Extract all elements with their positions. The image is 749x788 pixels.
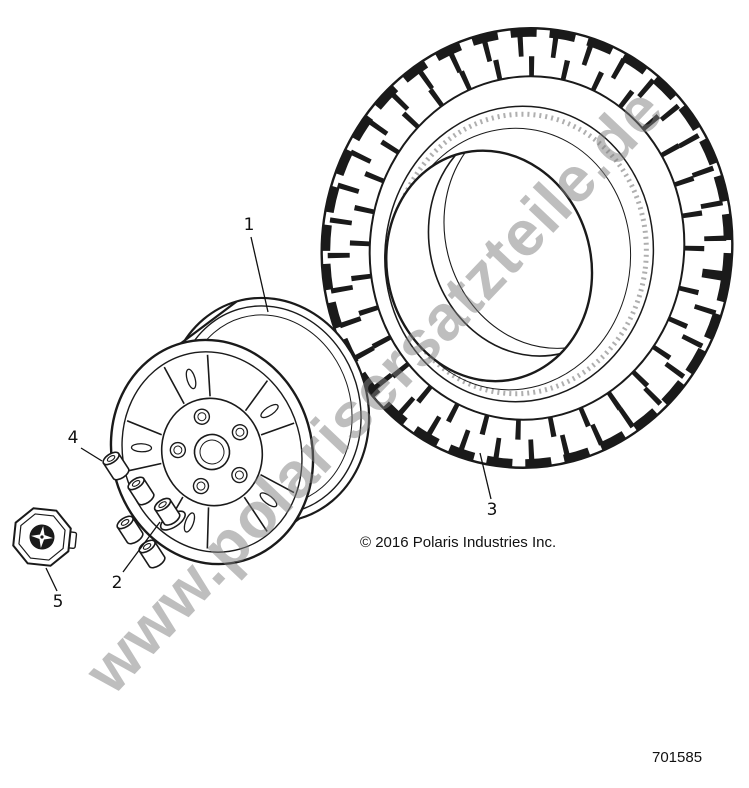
part-number: 701585 [652,749,703,766]
callout-leader-lines [45,236,492,592]
leader-line-5 [45,567,58,592]
copyright-notice: © 2016 Polaris Industries Inc. [360,534,557,551]
center-cap-drawing [12,507,78,567]
callout-2: 2 [112,573,123,593]
wheel-lug-holes [169,408,249,495]
tire-sidewall-lettering [389,111,649,397]
leader-line-1 [250,236,269,313]
leader-line-4 [80,447,103,462]
leader-line-2 [122,521,161,573]
tire-bead-opening [385,149,594,383]
callout-5: 5 [53,592,64,612]
tire-drawing [320,27,734,469]
leader-line-3 [479,452,492,500]
wheel-spoke-slots [130,368,279,533]
callout-1: 1 [244,215,255,235]
callout-3: 3 [487,500,498,520]
callout-4: 4 [68,428,79,448]
